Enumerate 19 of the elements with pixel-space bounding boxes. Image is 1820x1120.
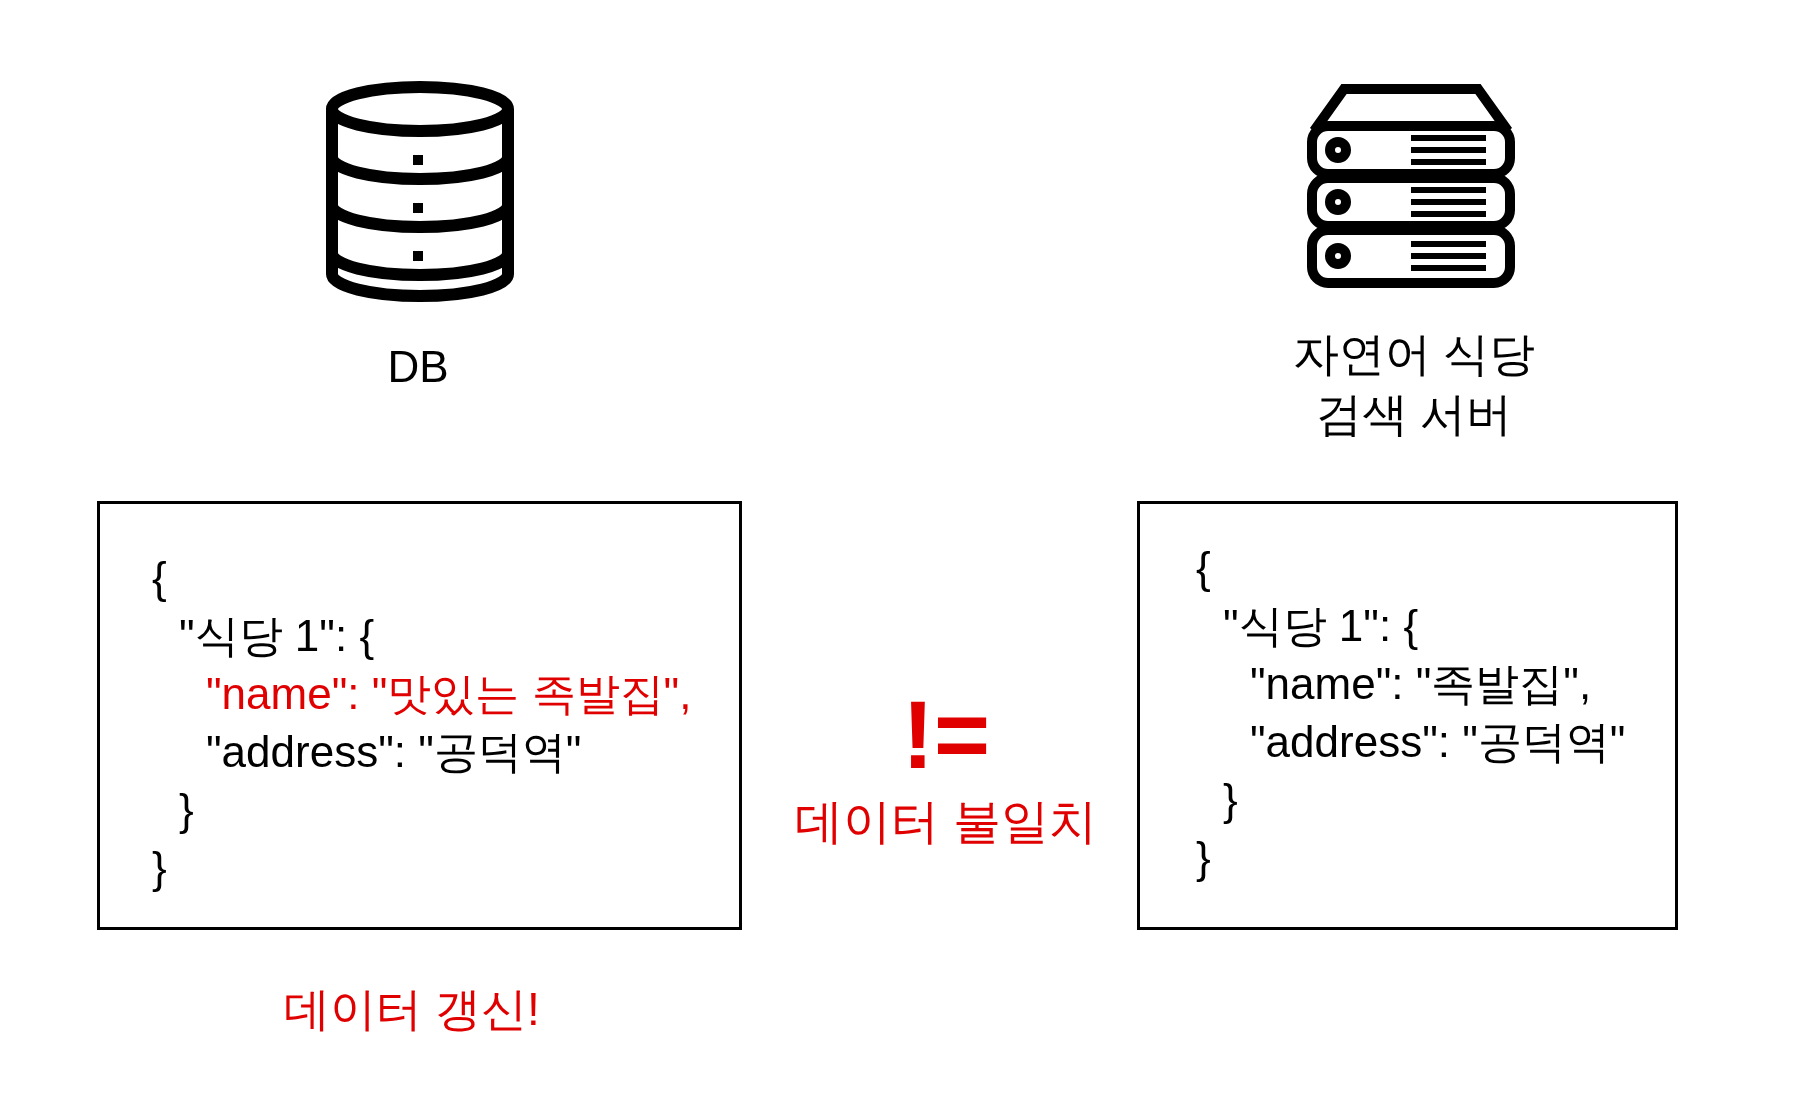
node-label: 데이터 갱신! (283, 982, 541, 1037)
code-line: } (179, 784, 194, 836)
code-line: { (152, 552, 167, 604)
icon-label: 자연어 식당 검색 서버 (1291, 327, 1537, 442)
code-line: "address": "공덕역" (206, 726, 582, 778)
not-equal-sign: != (901, 680, 991, 790)
code-line: "name": "맛있는 족발집", (206, 668, 692, 720)
code-line: "식당 1": { (1223, 600, 1419, 652)
code-line: "식당 1": { (179, 610, 375, 662)
code-box (1137, 501, 1678, 930)
code-line: } (152, 842, 167, 894)
icon-label: DB (386, 342, 450, 392)
code-line: "address": "공덕역" (1250, 716, 1626, 768)
code-line: { (1196, 542, 1211, 594)
code-line: "name": "족발집", (1250, 658, 1592, 710)
code-line: } (1223, 774, 1238, 826)
code-line: } (1196, 832, 1211, 884)
code-box (97, 501, 742, 930)
status-text: 데이터 불일치 (794, 794, 1098, 850)
